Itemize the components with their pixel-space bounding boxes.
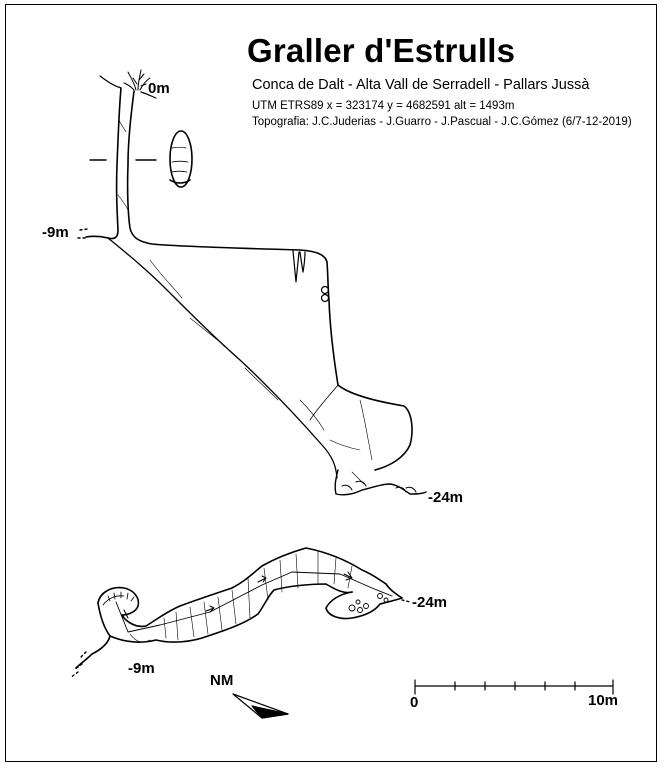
vertical-section — [77, 69, 427, 496]
surface-line-right — [140, 91, 157, 99]
stalactite-icon — [292, 250, 306, 283]
shaft-cross-section — [169, 130, 193, 188]
north-arrow-icon — [232, 693, 289, 719]
shaft-left-wall — [85, 87, 122, 240]
shaft-right-wall — [126, 90, 413, 471]
scale-end-label: 10m — [588, 692, 619, 709]
plan-view — [69, 547, 411, 679]
north-label: NM — [210, 672, 234, 689]
passage-hint-left — [77, 228, 89, 239]
utm-coordinates: UTM ETRS89 x = 323174 y = 4682591 alt = … — [252, 100, 515, 112]
location-subtitle: Conca de Dalt - Alta Vall de Serradell -… — [252, 77, 590, 93]
plan-label-minus-24m: -24m — [412, 594, 448, 611]
scale-bar — [414, 679, 614, 695]
survey-line — [115, 571, 393, 633]
entrance-shrub-icon — [123, 69, 151, 91]
scale-start-label: 0 — [410, 694, 419, 711]
wall-formation-icon — [320, 285, 330, 303]
survey-credits: Topografia: J.C.Juderias - J.Guarro - J.… — [252, 116, 632, 128]
surface-line-left — [99, 75, 122, 89]
depth-label-minus-9m: -9m — [42, 224, 69, 241]
sloping-floor — [107, 237, 338, 479]
depth-label-0m: 0m — [148, 80, 170, 97]
drawing-frame — [5, 4, 657, 762]
plan-label-minus-9m: -9m — [128, 660, 155, 677]
page-title: Graller d'Estrulls — [247, 32, 516, 69]
depth-label-minus-24m: -24m — [428, 489, 464, 506]
bottom-chamber-floor — [334, 469, 427, 496]
